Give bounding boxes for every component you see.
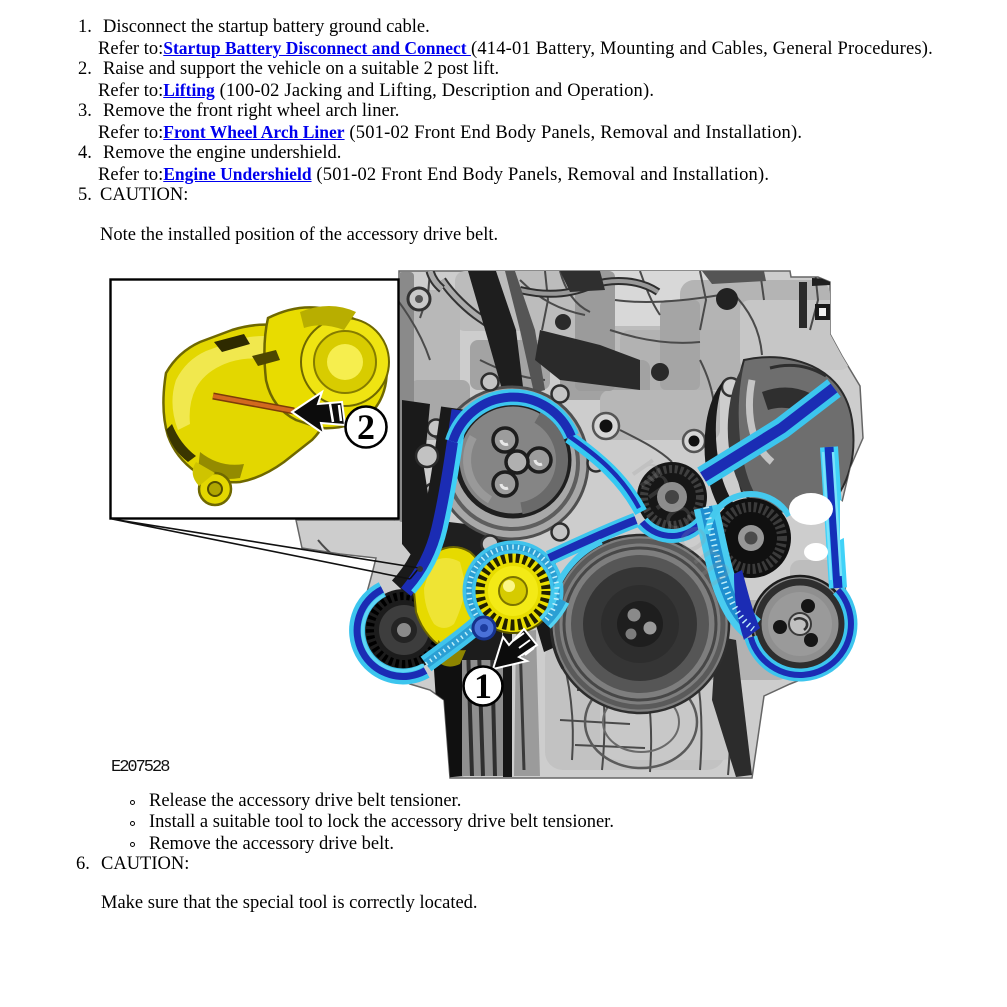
svg-text:2: 2 xyxy=(357,407,375,447)
svg-text:1: 1 xyxy=(474,666,492,706)
